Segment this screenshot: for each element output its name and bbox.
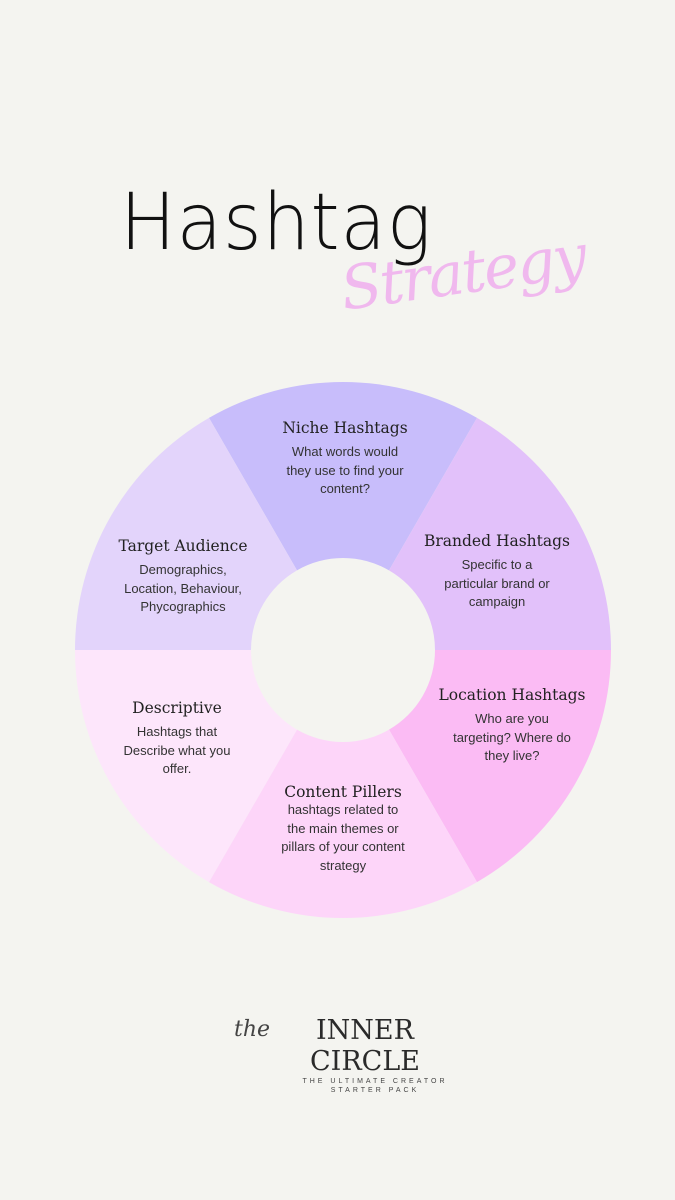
segment-title: Location Hashtags [438,686,586,704]
wheel-sector-branded [389,417,611,650]
wheel-sector-niche [209,381,477,571]
wheel-sector-descriptive [75,650,297,883]
logo-name: INNER CIRCLE [310,1015,420,1077]
segment-title: Niche Hashtags [282,419,408,437]
segment-title: Descriptive [132,699,222,717]
wheel-sector-location [389,650,611,883]
wheel-sector-content-pillars [209,729,477,918]
segment-title: Target Audience [118,537,248,555]
segment-title: Content Pillers [284,783,402,801]
logo-tagline-2: STARTER PACK [330,1087,420,1094]
segment-target-audience: Target Audience Demographics,Location, B… [93,537,273,617]
logo: the INNER CIRCLE THE ULTIMATE CREATOR ST… [230,1015,470,1095]
logo-tagline-1: THE ULTIMATE CREATOR [302,1078,448,1085]
segment-title: Branded Hashtags [423,532,570,550]
logo-the: the [234,1017,271,1042]
segment-body: Demographics,Location, Behaviour,Phycogr… [124,562,242,614]
title: Hashtag [120,178,433,268]
wheel-sector-target-audience [75,417,297,650]
